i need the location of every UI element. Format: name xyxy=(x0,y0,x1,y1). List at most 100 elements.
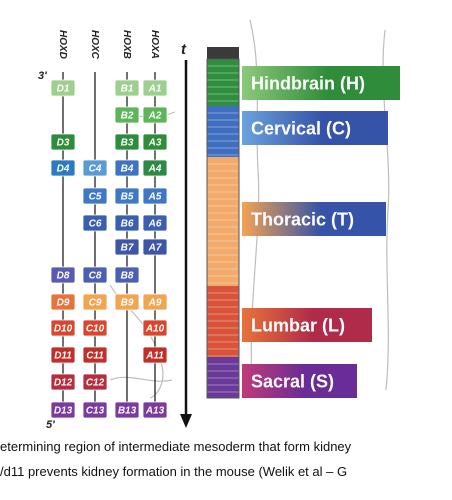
gene-label: A7 xyxy=(148,243,162,254)
gene-box-b1: B1 xyxy=(114,79,140,97)
gene-box-fill xyxy=(142,133,168,151)
gene-box-a10: A10 xyxy=(142,319,168,337)
gene-box-b7: B7 xyxy=(114,238,140,256)
five-prime-label: 5' xyxy=(46,419,55,431)
gene-label: D8 xyxy=(57,271,70,282)
region-label-text: Lumbar (L) xyxy=(251,316,345,336)
gene-box-c10: C10 xyxy=(82,319,108,337)
gene-box-c5: C5 xyxy=(82,187,108,205)
region-label-1: Hindbrain (H) xyxy=(242,66,400,100)
gene-box-fill xyxy=(114,159,140,177)
gene-label: B7 xyxy=(121,243,134,254)
gene-box-fill xyxy=(114,187,140,205)
gene-box-fill xyxy=(82,159,108,177)
region-labels: Hindbrain (H) Cervical (C) Thoracic (T) Lum… xyxy=(242,66,400,398)
gene-label: C12 xyxy=(86,378,105,389)
gene-box-c12: C12 xyxy=(82,373,108,391)
gene-label: D10 xyxy=(54,324,73,335)
gene-label: A2 xyxy=(148,111,162,122)
gene-label: A1 xyxy=(148,84,162,95)
gene-label: C10 xyxy=(86,324,105,335)
gene-box-fill xyxy=(114,266,140,284)
time-label: t xyxy=(181,41,187,58)
gene-box-fill xyxy=(142,293,168,311)
gene-box-fill xyxy=(50,133,76,151)
gene-box-fill xyxy=(142,214,168,232)
gene-box-d1: D1 xyxy=(50,79,76,97)
gene-box-a4: A4 xyxy=(142,159,168,177)
gene-cluster-lines xyxy=(62,72,156,410)
gene-box-b4: B4 xyxy=(114,159,140,177)
gene-label: C13 xyxy=(86,406,105,417)
gene-box-a2: A2 xyxy=(142,106,168,124)
region-label-text: Cervical (C) xyxy=(251,119,351,139)
gene-label: B1 xyxy=(121,84,134,95)
column-segment-4 xyxy=(207,286,239,357)
caption-line-2: /d11 prevents kidney formation in the mo… xyxy=(0,464,348,479)
gene-box-fill xyxy=(114,133,140,151)
gene-box-a7: A7 xyxy=(142,238,168,256)
cluster-header-hoxd: HOXD xyxy=(57,30,68,59)
caption-line-1: etermining region of intermediate mesode… xyxy=(0,439,352,454)
gene-label: A6 xyxy=(148,219,162,230)
gene-box-d3: D3 xyxy=(50,133,76,151)
gene-box-fill xyxy=(82,373,108,391)
gene-label: D12 xyxy=(54,378,73,389)
gene-box-b5: B5 xyxy=(114,187,140,205)
cluster-header-hoxc: HOXC xyxy=(89,30,100,60)
gene-box-fill xyxy=(142,401,168,419)
gene-box-d4: D4 xyxy=(50,159,76,177)
gene-box-d11: D11 xyxy=(50,346,76,364)
gene-box-fill xyxy=(50,159,76,177)
gene-box-a1: A1 xyxy=(142,79,168,97)
gene-box-b6: B6 xyxy=(114,214,140,232)
gene-box-fill xyxy=(82,187,108,205)
gene-box-fill xyxy=(142,106,168,124)
gene-box-a5: A5 xyxy=(142,187,168,205)
region-label-bg xyxy=(242,364,357,398)
gene-box-d12: D12 xyxy=(50,373,76,391)
vertebral-column xyxy=(206,47,240,399)
gene-box-fill xyxy=(82,319,108,337)
region-label-bg xyxy=(242,111,388,145)
gene-box-fill xyxy=(50,266,76,284)
gene-box-d10: D10 xyxy=(50,319,76,337)
gene-label: B6 xyxy=(121,219,134,230)
gene-box-fill xyxy=(114,79,140,97)
gene-label: A9 xyxy=(148,298,162,309)
gene-box-c13: C13 xyxy=(82,401,108,419)
gene-label: B3 xyxy=(121,138,134,149)
gene-box-d9: D9 xyxy=(50,293,76,311)
gene-box-fill xyxy=(50,373,76,391)
gene-box-fill xyxy=(82,293,108,311)
gene-box-b3: B3 xyxy=(114,133,140,151)
gene-box-fill xyxy=(82,401,108,419)
three-prime-label: 3' xyxy=(38,70,47,82)
gene-label: A11 xyxy=(145,351,164,362)
gene-label: D3 xyxy=(57,138,70,149)
gene-box-fill xyxy=(142,79,168,97)
gene-box-fill xyxy=(142,346,168,364)
gene-label: D4 xyxy=(57,164,70,175)
gene-box-d13: D13 xyxy=(50,401,76,419)
gene-label: C11 xyxy=(86,351,104,362)
gene-label: C8 xyxy=(89,271,102,282)
gene-box-fill xyxy=(50,346,76,364)
gene-box-b9: B9 xyxy=(114,293,140,311)
gene-box-a11: A11 xyxy=(142,346,168,364)
gene-box-a3: A3 xyxy=(142,133,168,151)
gene-label: B13 xyxy=(118,406,137,417)
gene-label: B2 xyxy=(121,111,134,122)
region-label-3: Thoracic (T) xyxy=(242,202,386,236)
region-label-bg xyxy=(242,308,372,342)
gene-box-fill xyxy=(114,293,140,311)
region-label-text: Hindbrain (H) xyxy=(251,74,365,94)
gene-box-c11: C11 xyxy=(82,346,108,364)
region-label-bg xyxy=(242,66,400,100)
column-cap xyxy=(207,47,239,59)
gene-label: C4 xyxy=(89,164,102,175)
gene-label: D13 xyxy=(54,406,73,417)
gene-box-c9: C9 xyxy=(82,293,108,311)
